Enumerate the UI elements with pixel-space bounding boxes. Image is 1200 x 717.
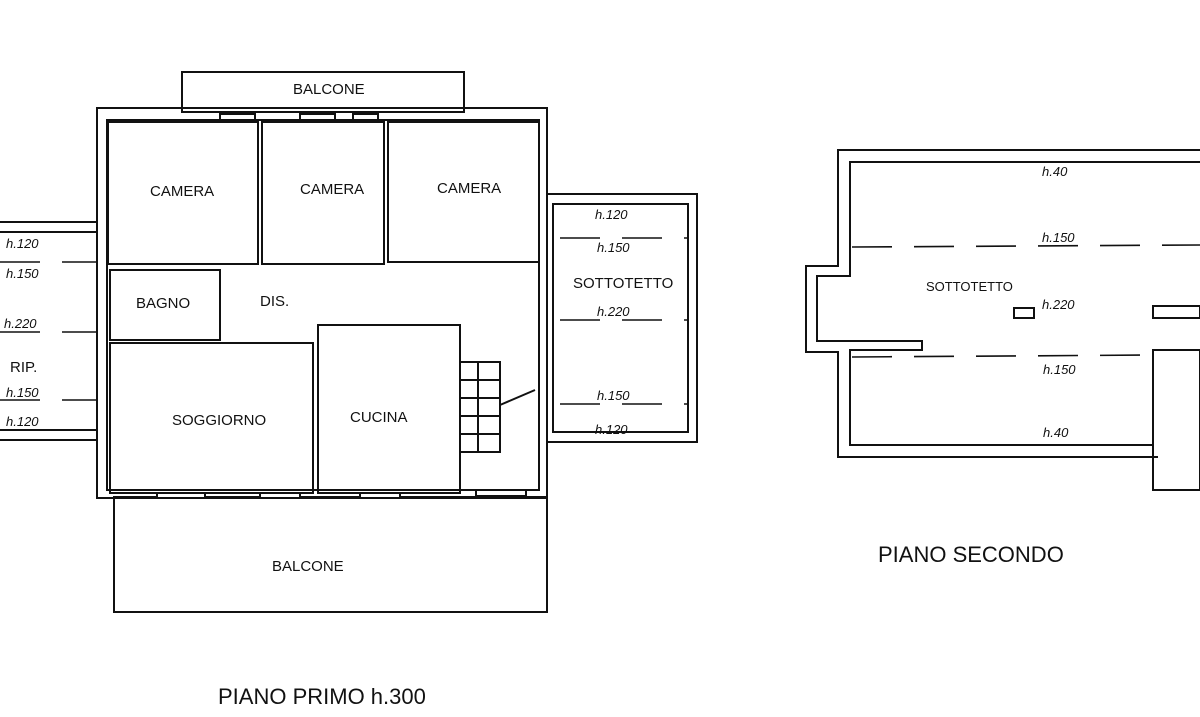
window — [352, 113, 379, 121]
inner-wall — [816, 161, 1200, 446]
window — [156, 492, 206, 499]
height-label: h.150 — [597, 240, 630, 255]
soggiorno-wall — [109, 342, 314, 494]
room-label-cucina: CUCINA — [350, 409, 408, 426]
camera-1-wall — [107, 121, 259, 265]
stair-wall — [1152, 349, 1200, 491]
height-label: h.220 — [597, 304, 630, 319]
sottotetto-outer-wall — [546, 193, 698, 443]
window — [259, 492, 301, 499]
room-label-camera: CAMERA — [150, 183, 214, 200]
height-label: h.150 — [1043, 362, 1076, 377]
height-label: h.120 — [595, 207, 628, 222]
camera-3-wall — [387, 121, 540, 263]
stairs — [459, 361, 536, 453]
stair-wall — [1152, 305, 1200, 319]
room-label-sottotetto: SOTTOTETTO — [926, 279, 1013, 294]
height-label: h.150 — [1042, 230, 1075, 245]
height-line — [851, 354, 1156, 358]
room-label-camera: CAMERA — [437, 180, 501, 197]
balcony-top-wall — [181, 71, 465, 113]
room-label-dis: DIS. — [260, 293, 289, 310]
room-label-balcone-top: BALCONE — [293, 81, 365, 98]
window — [219, 113, 256, 121]
height-label: h.40 — [1042, 164, 1068, 179]
height-label: h.150 — [6, 385, 39, 400]
height-label: h.150 — [597, 388, 630, 403]
room-label-bagno: BAGNO — [136, 295, 190, 312]
piano-secondo-title: PIANO SECONDO — [878, 542, 1064, 567]
bagno-wall — [109, 269, 221, 341]
balcony-bottom-wall — [113, 496, 548, 613]
camera-2-wall — [261, 121, 385, 265]
height-label: h.120 — [595, 422, 628, 437]
room-label-balcone-bottom: BALCONE — [272, 558, 344, 575]
sottotetto-inner-wall — [552, 203, 689, 433]
piano-primo-plan: BALCONE CAMERA CAMERA CAMERA BAGNO DIS. … — [0, 71, 698, 709]
room-label-sottotetto: SOTTOTETTO — [573, 275, 673, 292]
chimney — [1013, 307, 1035, 319]
window — [359, 492, 401, 499]
height-label: h.220 — [1042, 297, 1075, 312]
height-label: h.220 — [4, 316, 37, 331]
height-label: h.120 — [6, 414, 39, 429]
height-line — [851, 244, 1200, 248]
room-label-soggiorno: SOGGIORNO — [172, 412, 266, 429]
window — [475, 489, 527, 497]
height-label: h.40 — [1043, 425, 1069, 440]
room-label-rip: RIP. — [10, 359, 37, 376]
piano-primo-title: PIANO PRIMO h.300 — [218, 684, 426, 709]
height-label: h.120 — [6, 236, 39, 251]
window — [299, 113, 336, 121]
piano-secondo-plan: SOTTOTETTO h.40 h.150 h.220 h.150 h.40 P… — [805, 149, 1200, 567]
height-label: h.150 — [6, 266, 39, 281]
room-label-camera: CAMERA — [300, 181, 364, 198]
outer-wall — [805, 149, 1200, 458]
